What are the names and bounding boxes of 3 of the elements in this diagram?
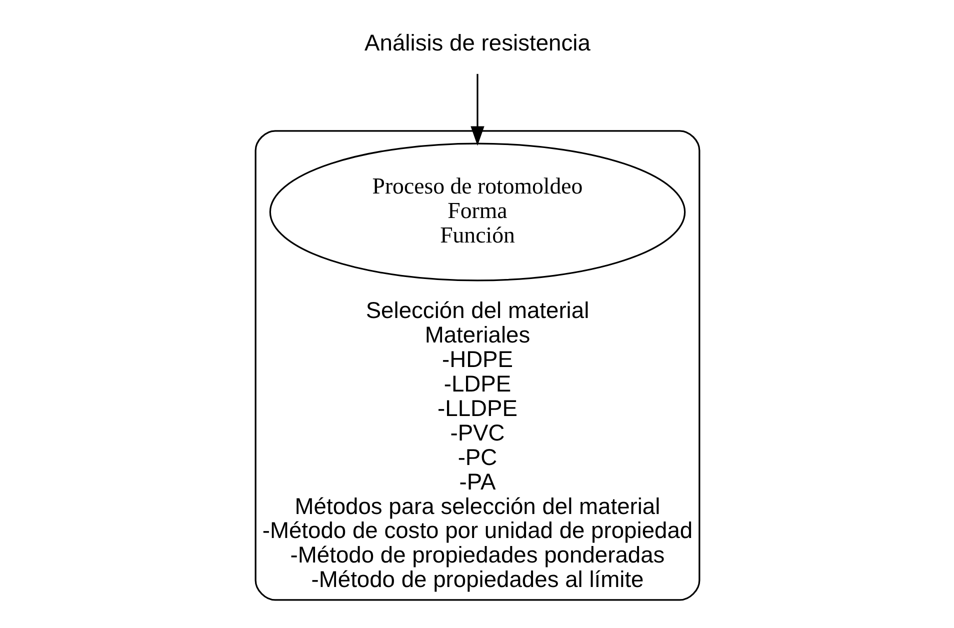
node-text: Análisis de resistencia — [364, 29, 590, 56]
node-ellipse: Proceso de rotomoldeo Forma Función — [268, 142, 686, 282]
arrow — [470, 74, 484, 146]
